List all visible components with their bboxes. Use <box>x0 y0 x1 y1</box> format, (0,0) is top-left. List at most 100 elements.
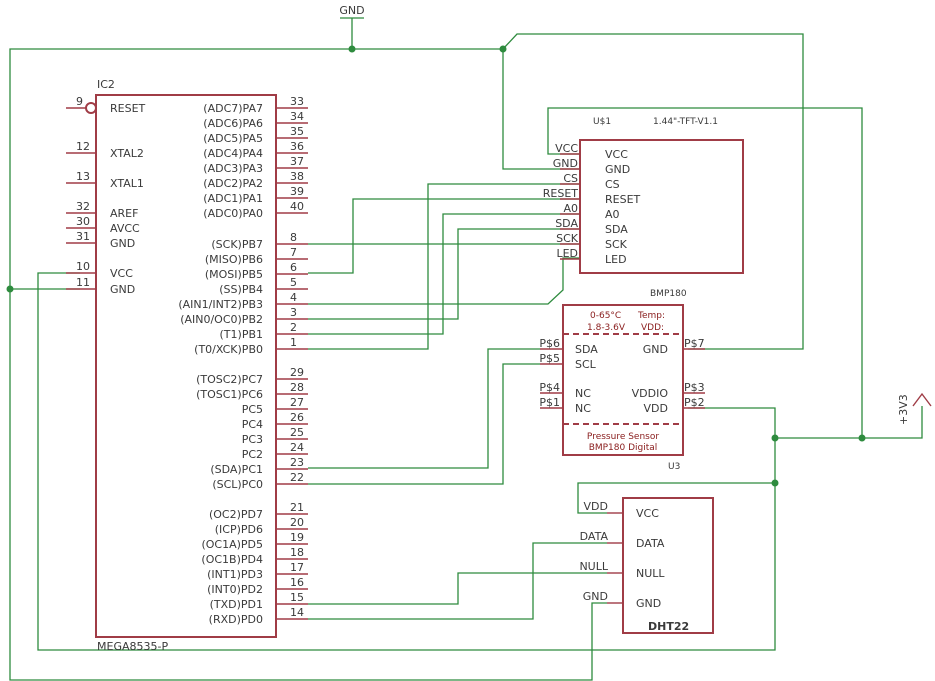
ic2-pin-name: (OC1B)PD4 <box>201 553 263 566</box>
tft-pin-label: RESET <box>543 187 579 200</box>
ic2-pin-number: 38 <box>290 170 304 183</box>
bmp180-ref: U3 <box>668 462 680 472</box>
ic2-pin-name: (T1)PB1 <box>220 328 263 341</box>
tft-pin-name: RESET <box>605 193 641 206</box>
ic2-pin-number: 23 <box>290 456 304 469</box>
ic2-pin-name: VCC <box>110 267 133 280</box>
ic2-pin-number: 25 <box>290 426 304 439</box>
ic2-pin-name: AREF <box>110 207 138 220</box>
bmp180-desc-1: Pressure Sensor <box>587 432 659 442</box>
ic2-pin-number: 8 <box>290 231 297 244</box>
junction-gnd-right <box>499 45 507 53</box>
ic2-pin-number: 4 <box>290 291 297 304</box>
ic2-pin-name: (MOSI)PB5 <box>205 268 263 281</box>
wire-tft-led <box>308 257 580 305</box>
junction-supply-bmp <box>771 434 779 442</box>
bmp180-vdd-label: VDD: <box>641 323 664 333</box>
ic2-pin-name: GND <box>110 237 135 250</box>
bmp180-desc-2: BMP180 Digital <box>589 443 658 453</box>
ic2-pin-number: 33 <box>290 95 304 108</box>
wire-supply-dht22-vcc <box>577 482 775 514</box>
ic2-pin-name: (RXD)PD0 <box>209 613 263 626</box>
ic2-pin-name: (INT1)PD3 <box>207 568 263 581</box>
ic2-pin-number: 2 <box>290 321 297 334</box>
ic2-pin-name: (INT0)PD2 <box>207 583 263 596</box>
dht22-pin-name: NULL <box>636 567 665 580</box>
ic2-pin-name: PC3 <box>242 433 263 446</box>
wire-gnd-tft <box>502 49 580 170</box>
ic2-pin-number: 36 <box>290 140 304 153</box>
bmp180-pad-label: P$2 <box>684 396 705 409</box>
ic2-pin-name: (ICP)PD6 <box>215 523 263 536</box>
bmp180-pin-name: NC <box>575 402 591 415</box>
ic2-pin-name: (T0/XCK)PB0 <box>194 343 263 356</box>
ic2-pin-number: 12 <box>76 140 90 153</box>
ic2-pin-name: (SCK)PB7 <box>211 238 263 251</box>
ic2-pin-name: (TXD)PD1 <box>210 598 263 611</box>
dht22-pin-label: GND <box>583 590 608 603</box>
ic2-pin-number: 24 <box>290 441 304 454</box>
tft-pin-name: GND <box>605 163 630 176</box>
ic2-pin-number: 10 <box>76 260 90 273</box>
wire-tft-sda <box>308 228 580 320</box>
ic2-pin-number: 5 <box>290 276 297 289</box>
bmp180-pin-name: SCL <box>575 358 597 371</box>
bmp180-pad-label: P$3 <box>684 381 705 394</box>
wires <box>9 17 923 681</box>
gnd-symbol-label: GND <box>339 4 364 17</box>
supply-symbol: +3V3 <box>897 392 932 425</box>
ic2-pin-number: 26 <box>290 411 304 424</box>
ic2-pin-name: (ADC4)PA4 <box>203 147 263 160</box>
wire-bmp180-scl <box>308 363 540 485</box>
wire-supply-symbol-stub <box>775 406 923 439</box>
tft-pin-label: SDA <box>555 217 578 230</box>
ic2-pin-number: 31 <box>76 230 90 243</box>
ic2-pin-name: PC2 <box>242 448 263 461</box>
ic2-pin-name: (ADC1)PA1 <box>203 192 263 205</box>
ic2-pin-number: 14 <box>290 606 304 619</box>
ic2-pin-name: AVCC <box>110 222 140 235</box>
ic2-pin-number: 9 <box>76 95 83 108</box>
dht22-pin-name: GND <box>636 597 661 610</box>
tft-pin-label: A0 <box>563 202 578 215</box>
ic2-pin-number: 21 <box>290 501 304 514</box>
ic2-pin-name: (AIN0/OC0)PB2 <box>180 313 263 326</box>
ic2-pin-name: (ADC0)PA0 <box>203 207 263 220</box>
ic2-pin-number: 22 <box>290 471 304 484</box>
tft-pin-name: A0 <box>605 208 620 221</box>
wire-gnd-symbol-stub <box>340 17 364 49</box>
tft-pin-label: CS <box>563 172 578 185</box>
ic2-pin-number: 27 <box>290 396 304 409</box>
dht22-pin-name: VCC <box>636 507 659 520</box>
junctions <box>6 45 866 487</box>
ic2-pin-name: (SDA)PC1 <box>210 463 263 476</box>
ic2-pin-name: (TOSC2)PC7 <box>196 373 263 386</box>
inverted-input-icon <box>85 102 97 114</box>
wire-tft-cs <box>308 183 580 350</box>
dht22-pin-label: DATA <box>580 530 609 543</box>
tft-pin-name: CS <box>605 178 620 191</box>
ic2-pin-number: 35 <box>290 125 304 138</box>
wire-supply-tft-vcc <box>547 107 863 438</box>
bmp180-temp-range: 0-65°C <box>590 311 621 321</box>
ic2-pin-name: XTAL1 <box>110 177 144 190</box>
bmp180-pad-label: P$6 <box>539 337 560 350</box>
ic2-pin-number: 18 <box>290 546 304 559</box>
ic2-pin-name: (OC1A)PD5 <box>201 538 263 551</box>
ic2-pin-name: (AIN1/INT2)PB3 <box>178 298 263 311</box>
ic2-body <box>95 94 277 638</box>
ic2-pin-number: 17 <box>290 561 304 574</box>
ic2-pin-number: 7 <box>290 246 297 259</box>
bmp180-temp-label: Temp: <box>637 311 665 321</box>
bmp180-title: BMP180 <box>650 289 687 299</box>
ic2-pin-number: 15 <box>290 591 304 604</box>
ic2-pin-number: 1 <box>290 336 297 349</box>
ic2-pin-number: 19 <box>290 531 304 544</box>
ic2-pin-number: 39 <box>290 185 304 198</box>
ic2-pin-number: 3 <box>290 306 297 319</box>
ic2-ref: IC2 <box>97 78 115 91</box>
junction-supply-main <box>858 434 866 442</box>
wire-gnd-bmp180 <box>502 33 804 350</box>
bmp180-pad-label: P$5 <box>539 352 560 365</box>
